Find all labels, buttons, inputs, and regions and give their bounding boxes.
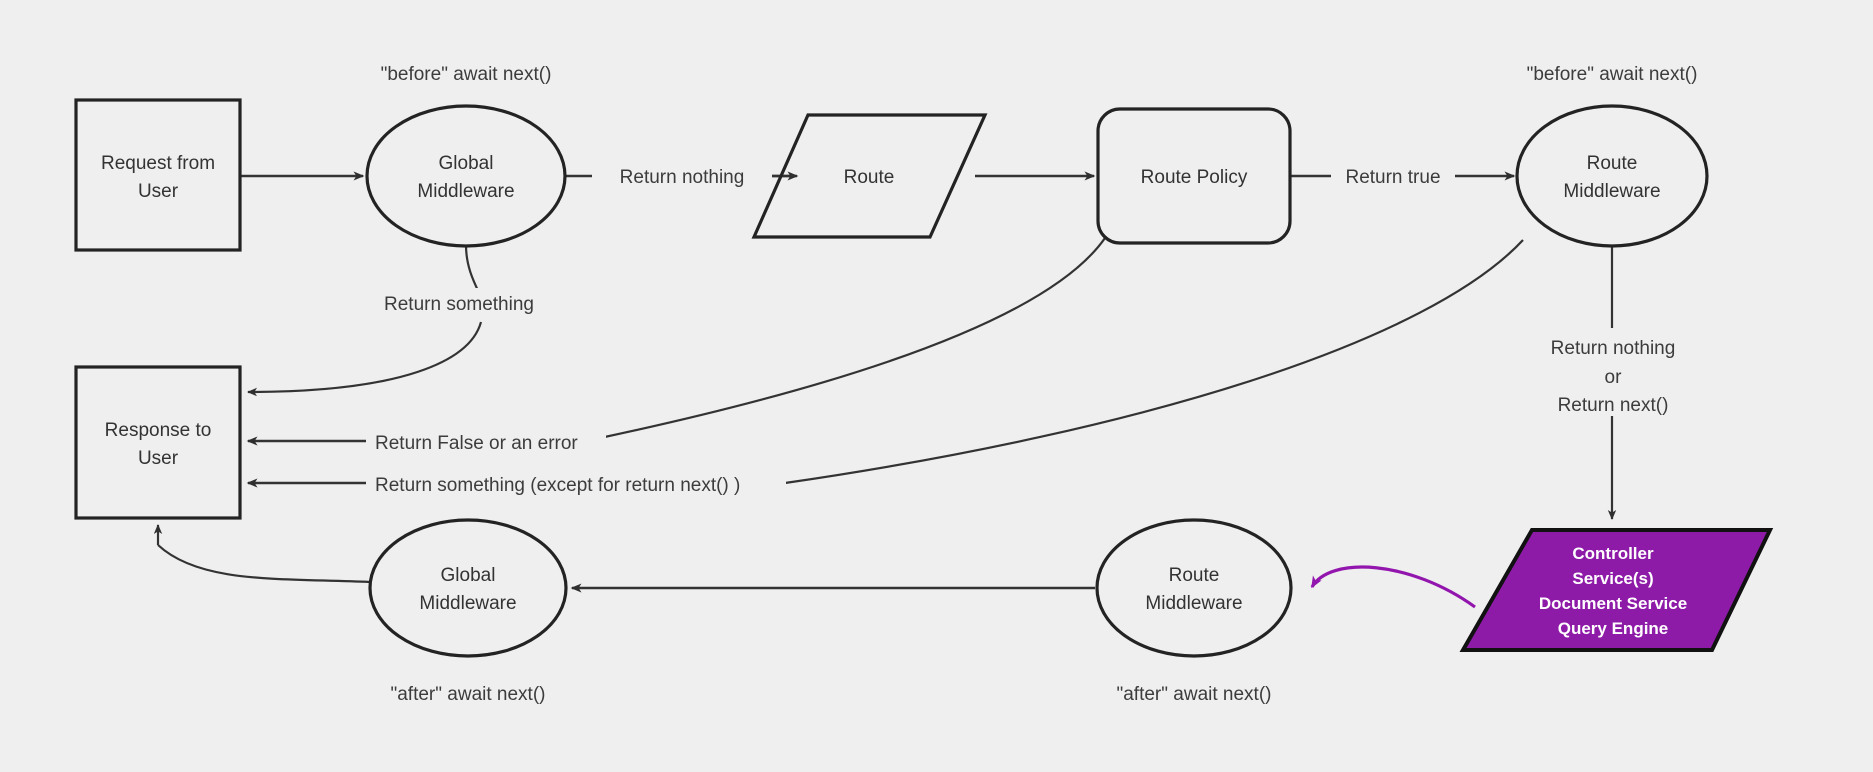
- controller-services-shape: [1459, 528, 1774, 652]
- svg-text:Return something (except for r: Return something (except for return next…: [375, 475, 740, 496]
- response-to-user-label-line1: Response to: [105, 420, 212, 441]
- node-route[interactable]: Route: [751, 113, 988, 239]
- request-from-user-shape: [74, 98, 242, 252]
- edge-label-return-nothing-or-next: Return nothing or Return next(): [1530, 328, 1700, 416]
- edge-label-return-false-or-error: Return False or an error: [366, 428, 606, 456]
- global-middleware-top-caption: "before" await next(): [381, 64, 552, 85]
- svg-text:Return true: Return true: [1345, 167, 1440, 188]
- global-middleware-top-shape: [365, 104, 567, 248]
- controller-services-label-line3: Document Service: [1539, 594, 1687, 613]
- node-route-middleware-bottom[interactable]: Route Middleware "after" await next(): [1095, 518, 1293, 705]
- response-to-user-label-line2: User: [138, 448, 179, 469]
- global-middleware-bottom-caption: "after" await next(): [391, 684, 546, 705]
- global-middleware-bottom-label-line1: Global: [441, 565, 496, 586]
- node-global-middleware-bottom[interactable]: Global Middleware "after" await next(): [368, 518, 568, 705]
- node-request-from-user[interactable]: Request from User: [74, 98, 242, 252]
- node-global-middleware-top[interactable]: "before" await next() Global Middleware: [365, 64, 567, 248]
- node-route-policy[interactable]: Route Policy: [1096, 107, 1292, 245]
- global-middleware-top-label-line2: Middleware: [417, 181, 514, 202]
- node-response-to-user[interactable]: Response to User: [74, 365, 242, 520]
- request-from-user-label-line1: Request from: [101, 153, 215, 174]
- route-middleware-top-caption: "before" await next(): [1527, 64, 1698, 85]
- route-policy-shape: [1096, 107, 1292, 245]
- route-policy-label: Route Policy: [1141, 167, 1248, 188]
- edge-route-middleware-return-something-curve: [784, 239, 1524, 485]
- svg-text:or: or: [1605, 367, 1623, 388]
- route-label: Route: [844, 167, 895, 188]
- edge-route-policy-return-false-curve: [599, 237, 1106, 440]
- edge-label-return-something-except: Return something (except for return next…: [366, 470, 786, 498]
- route-middleware-bottom-label-line2: Middleware: [1145, 593, 1242, 614]
- response-to-user-shape: [74, 365, 242, 520]
- route-middleware-top-label-line1: Route: [1587, 153, 1638, 174]
- edge-global-middleware-return-something-lower: [247, 321, 483, 397]
- svg-text:Return something: Return something: [384, 294, 534, 315]
- edge-controller-to-route-middleware-bottom: [1310, 565, 1476, 609]
- route-middleware-bottom-label-line1: Route: [1169, 565, 1220, 586]
- controller-services-label-line2: Service(s): [1572, 569, 1653, 588]
- svg-text:Return False or an error: Return False or an error: [375, 433, 578, 454]
- controller-services-label-line4: Query Engine: [1558, 619, 1669, 638]
- node-controller-services[interactable]: Controller Service(s) Document Service Q…: [1459, 528, 1774, 652]
- route-middleware-bottom-caption: "after" await next(): [1117, 684, 1272, 705]
- svg-text:Return nothing: Return nothing: [620, 167, 745, 188]
- controller-services-label-line1: Controller: [1572, 544, 1654, 563]
- edge-global-middleware-bottom-to-response-curve: [157, 544, 371, 584]
- route-middleware-bottom-shape: [1095, 518, 1293, 658]
- svg-text:Return nothing: Return nothing: [1551, 338, 1676, 359]
- edge-label-return-something: Return something: [368, 288, 600, 316]
- request-from-user-label-line2: User: [138, 181, 179, 202]
- route-middleware-top-label-line2: Middleware: [1563, 181, 1660, 202]
- route-shape: [751, 113, 988, 239]
- edge-label-return-nothing: Return nothing: [592, 163, 772, 189]
- global-middleware-top-label-line1: Global: [439, 153, 494, 174]
- node-route-middleware-top[interactable]: "before" await next() Route Middleware: [1515, 64, 1709, 248]
- edge-label-return-true: Return true: [1331, 163, 1455, 189]
- global-middleware-bottom-shape: [368, 518, 568, 658]
- global-middleware-bottom-label-line2: Middleware: [419, 593, 516, 614]
- svg-text:Return next(): Return next(): [1558, 395, 1669, 416]
- route-middleware-top-shape: [1515, 104, 1709, 248]
